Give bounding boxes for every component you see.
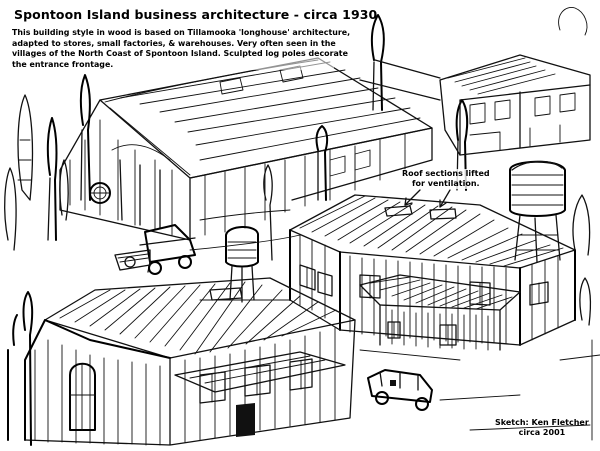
callout-arrows <box>404 189 451 208</box>
callout-line: for ventilation. <box>412 179 480 188</box>
description-line: villages of the North Coast of Spontoon … <box>12 49 348 59</box>
car-right <box>367 369 433 411</box>
right-lower-shed <box>359 274 521 351</box>
artist-credit: Sketch: Ken Fletcher circa 2001 <box>495 418 589 438</box>
center-right-building <box>289 194 576 346</box>
credit-line: circa 2001 <box>518 428 566 437</box>
ground-strokes <box>189 209 591 431</box>
callout-line: Roof sections lifted <box>402 169 490 178</box>
water-tower-middle <box>225 164 273 303</box>
description-line: adapted to stores, small factories, & wa… <box>12 38 336 48</box>
back-longhouse <box>59 57 433 241</box>
trees-left <box>4 94 69 251</box>
lower-left-building <box>7 277 356 446</box>
description-line: This building style in wood is based on … <box>12 28 351 37</box>
upper-right-building <box>359 7 591 156</box>
carved-log-poles <box>46 14 469 241</box>
truck-left <box>114 224 196 275</box>
description-line: the entrance frontage. <box>12 59 114 69</box>
trees-right <box>559 194 600 441</box>
roof-vent-callout: Roof sections lifted for ventilation. <box>402 169 490 189</box>
credit-line: Sketch: Ken Fletcher <box>495 418 589 427</box>
sketch-description: This building style in wood is based on … <box>12 28 351 71</box>
sketch-title: Spontoon Island business architecture - … <box>14 7 378 22</box>
